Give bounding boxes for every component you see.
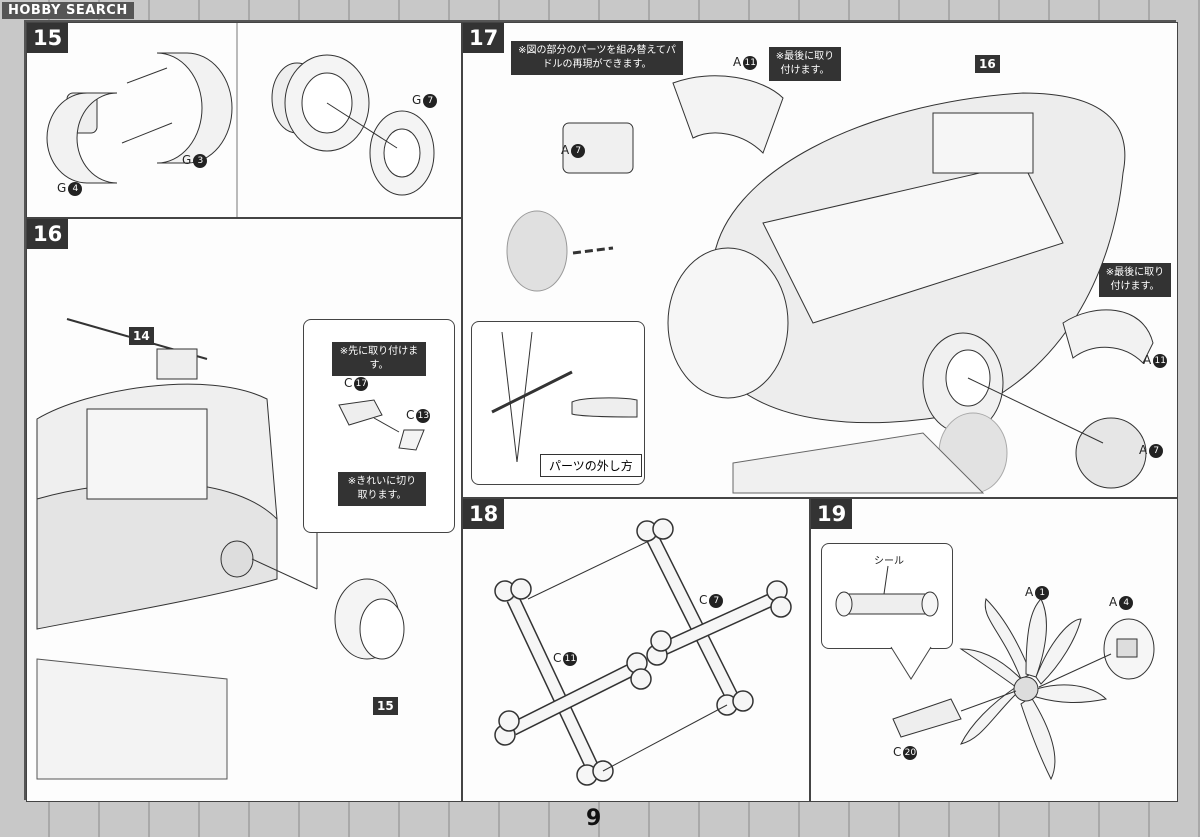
- step-19-number: 19: [811, 499, 853, 529]
- part-a7-left-number: 7: [571, 143, 586, 158]
- step-17-panel: 17 ※図の部分のパーツを組み替えてパドルの再現ができます。 ※最後に取り付けま…: [462, 22, 1178, 498]
- note-attach-last-top: ※最後に取り付けます。: [769, 47, 841, 81]
- note-attach-first: ※先に取り付けます。: [332, 342, 426, 376]
- crossbones-illustration: [494, 518, 792, 786]
- part-c11-letter: C: [553, 651, 562, 665]
- part-a11-right-letter: A: [1143, 353, 1152, 367]
- part-a11-top-letter: A: [733, 55, 742, 69]
- part-c13-number: 13: [416, 408, 431, 423]
- part-c17-number: 17: [354, 376, 369, 391]
- step-16-number: 16: [27, 219, 69, 249]
- watermark-logo: HOBBY SEARCH: [2, 2, 134, 19]
- removal-method-inset: パーツの外し方: [471, 321, 645, 485]
- part-g4-letter: G: [57, 181, 67, 195]
- part-g7-letter: G: [412, 93, 422, 107]
- part-c7-letter: C: [699, 593, 708, 607]
- note-cut-cleanly: ※きれいに切り取ります。: [338, 472, 426, 506]
- detail-c17-illustration: [338, 399, 425, 451]
- ship-hull-illustration: [506, 75, 1154, 494]
- step-16-ref: 16: [975, 55, 1000, 73]
- note-attach-last-right: ※最後に取り付けます。: [1099, 263, 1171, 297]
- part-c13-letter: C: [406, 408, 415, 422]
- part-a7-right-number: 7: [1149, 443, 1164, 458]
- note-paddle-swap: ※図の部分のパーツを組み替えてパドルの再現ができます。: [511, 41, 683, 75]
- step-17-number: 17: [463, 23, 505, 53]
- part-a11-top-number: 11: [743, 55, 758, 70]
- part-a1-letter: A: [1025, 585, 1034, 599]
- part-c11-number: 11: [563, 651, 578, 666]
- tentacle-part-illustration: [890, 598, 1155, 781]
- removal-method-illustration: [491, 331, 638, 463]
- seal-detail-illustration: [835, 565, 939, 617]
- part-c17-letter: C: [344, 376, 353, 390]
- part-a4-number: 4: [1119, 595, 1134, 610]
- part-c7-number: 7: [709, 593, 724, 608]
- part-a1-number: 1: [1035, 585, 1050, 600]
- step-14-ref: 14: [129, 327, 154, 345]
- part-g7-number: 7: [423, 93, 438, 108]
- part-g3-number: 3: [193, 153, 208, 168]
- seal-label: シール: [874, 556, 904, 567]
- part-c20-number: 20: [903, 745, 918, 760]
- part-g3-letter: G: [182, 153, 192, 167]
- step-15-ref: 15: [373, 697, 398, 715]
- step-18-number: 18: [463, 499, 505, 529]
- step-16-illustration: [36, 318, 405, 780]
- part-c20-letter: C: [893, 745, 902, 759]
- removal-method-caption: パーツの外し方: [540, 454, 642, 477]
- part-a11-right-number: 11: [1153, 353, 1168, 368]
- step-19-panel: 19 シール: [810, 498, 1178, 802]
- part-a7-left-letter: A: [561, 143, 570, 157]
- part-a4-letter: A: [1109, 595, 1118, 609]
- step-15-number: 15: [27, 23, 69, 53]
- step-15-illustration: [46, 23, 435, 217]
- seal-detail-inset: シール: [821, 543, 953, 649]
- part-a7-right-letter: A: [1139, 443, 1148, 457]
- part-g4-number: 4: [68, 181, 83, 196]
- page-number: 9: [586, 806, 602, 831]
